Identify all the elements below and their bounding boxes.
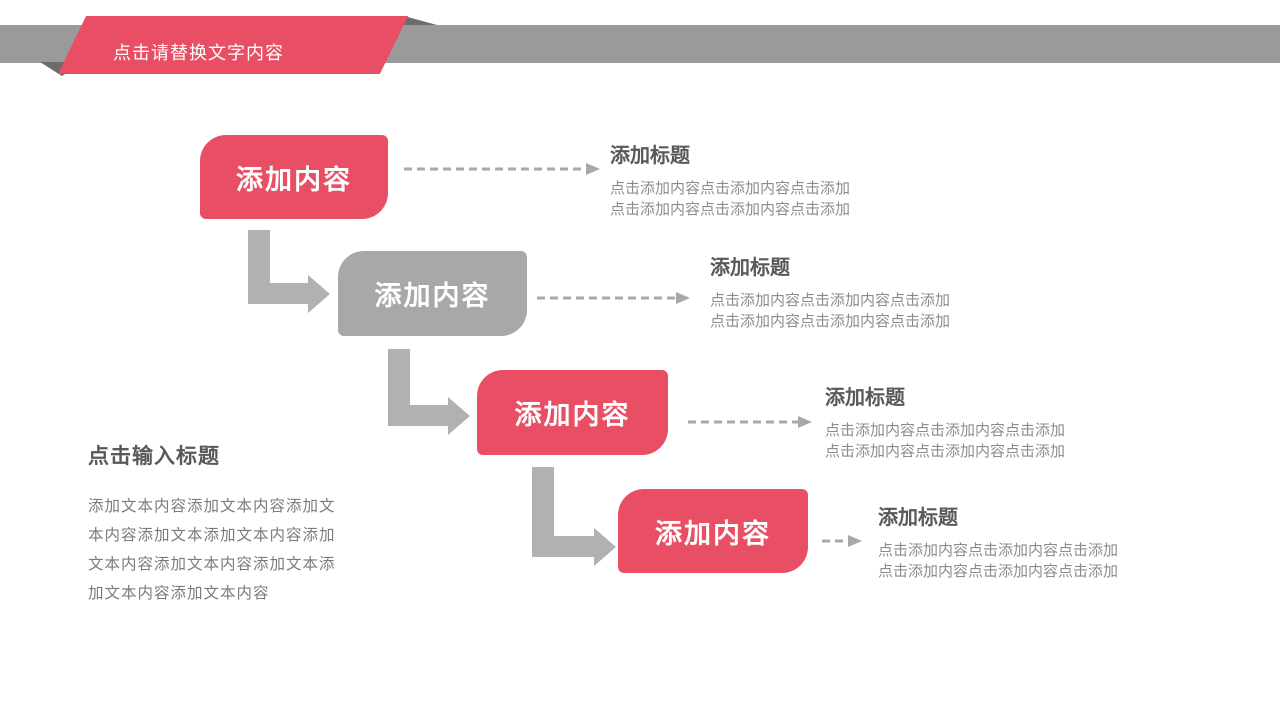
step-text-3[interactable]: 添加标题 点击添加内容点击添加内容点击添加 点击添加内容点击添加内容点击添加 xyxy=(825,381,1065,462)
step-4-body-line1: 点击添加内容点击添加内容点击添加 xyxy=(878,542,1119,559)
step-1-body[interactable]: 点击添加内容点击添加内容点击添加 点击添加内容点击添加内容点击添加 xyxy=(610,178,850,220)
left-text-block[interactable]: 点击输入标题 添加文本内容添加文本内容添加文 本内容添加文本添加文本内容添加 文… xyxy=(88,440,378,608)
flow-box-1-label: 添加内容 xyxy=(236,164,352,195)
step-text-2[interactable]: 添加标题 点击添加内容点击添加内容点击添加 点击添加内容点击添加内容点击添加 xyxy=(710,251,950,332)
flow-box-4-label: 添加内容 xyxy=(655,518,771,549)
step-1-body-line1: 点击添加内容点击添加内容点击添加 xyxy=(610,180,851,197)
elbow-arrow-2-icon xyxy=(388,349,470,435)
step-1-body-line2: 点击添加内容点击添加内容点击添加 xyxy=(610,201,851,218)
step-4-title[interactable]: 添加标题 xyxy=(878,507,958,529)
step-text-1[interactable]: 添加标题 点击添加内容点击添加内容点击添加 点击添加内容点击添加内容点击添加 xyxy=(610,139,850,220)
step-2-body[interactable]: 点击添加内容点击添加内容点击添加 点击添加内容点击添加内容点击添加 xyxy=(710,290,950,332)
left-body-line1: 添加文本内容添加文本内容添加文 xyxy=(88,498,336,515)
step-2-body-line1: 点击添加内容点击添加内容点击添加 xyxy=(710,292,951,309)
elbow-arrow-3-icon xyxy=(532,467,616,566)
left-body-line4: 加文本内容添加文本内容 xyxy=(88,585,270,602)
step-4-body[interactable]: 点击添加内容点击添加内容点击添加 点击添加内容点击添加内容点击添加 xyxy=(878,540,1118,582)
flow-box-2[interactable]: 添加内容 xyxy=(338,251,527,336)
dashed-arrow-2-head-icon xyxy=(676,292,690,304)
step-text-4[interactable]: 添加标题 点击添加内容点击添加内容点击添加 点击添加内容点击添加内容点击添加 xyxy=(878,501,1118,582)
flow-box-3[interactable]: 添加内容 xyxy=(477,370,668,455)
dashed-arrow-3-head-icon xyxy=(798,416,812,428)
flow-box-3-label: 添加内容 xyxy=(514,400,631,430)
flow-box-1[interactable]: 添加内容 xyxy=(200,135,388,219)
dashed-arrow-4-head-icon xyxy=(848,535,862,547)
step-1-title[interactable]: 添加标题 xyxy=(610,145,690,167)
step-3-title[interactable]: 添加标题 xyxy=(825,387,905,409)
flow-box-2-label: 添加内容 xyxy=(374,281,491,311)
step-2-body-line2: 点击添加内容点击添加内容点击添加 xyxy=(710,313,951,330)
banner-title[interactable]: 点击请替换文字内容 xyxy=(113,43,284,63)
left-block-title[interactable]: 点击输入标题 xyxy=(88,445,220,468)
dashed-arrow-1-head-icon xyxy=(586,163,600,175)
left-block-body[interactable]: 添加文本内容添加文本内容添加文 本内容添加文本添加文本内容添加 文本内容添加文本… xyxy=(88,492,378,608)
elbow-arrow-1-icon xyxy=(248,230,330,313)
left-body-line2: 本内容添加文本添加文本内容添加 xyxy=(88,527,336,544)
flow-box-4[interactable]: 添加内容 xyxy=(618,489,808,573)
left-body-line3: 文本内容添加文本内容添加文本添 xyxy=(88,556,336,573)
step-3-body[interactable]: 点击添加内容点击添加内容点击添加 点击添加内容点击添加内容点击添加 xyxy=(825,420,1065,462)
step-3-body-line1: 点击添加内容点击添加内容点击添加 xyxy=(825,422,1066,439)
step-4-body-line2: 点击添加内容点击添加内容点击添加 xyxy=(878,563,1119,580)
step-2-title[interactable]: 添加标题 xyxy=(710,257,790,279)
step-3-body-line2: 点击添加内容点击添加内容点击添加 xyxy=(825,443,1066,460)
